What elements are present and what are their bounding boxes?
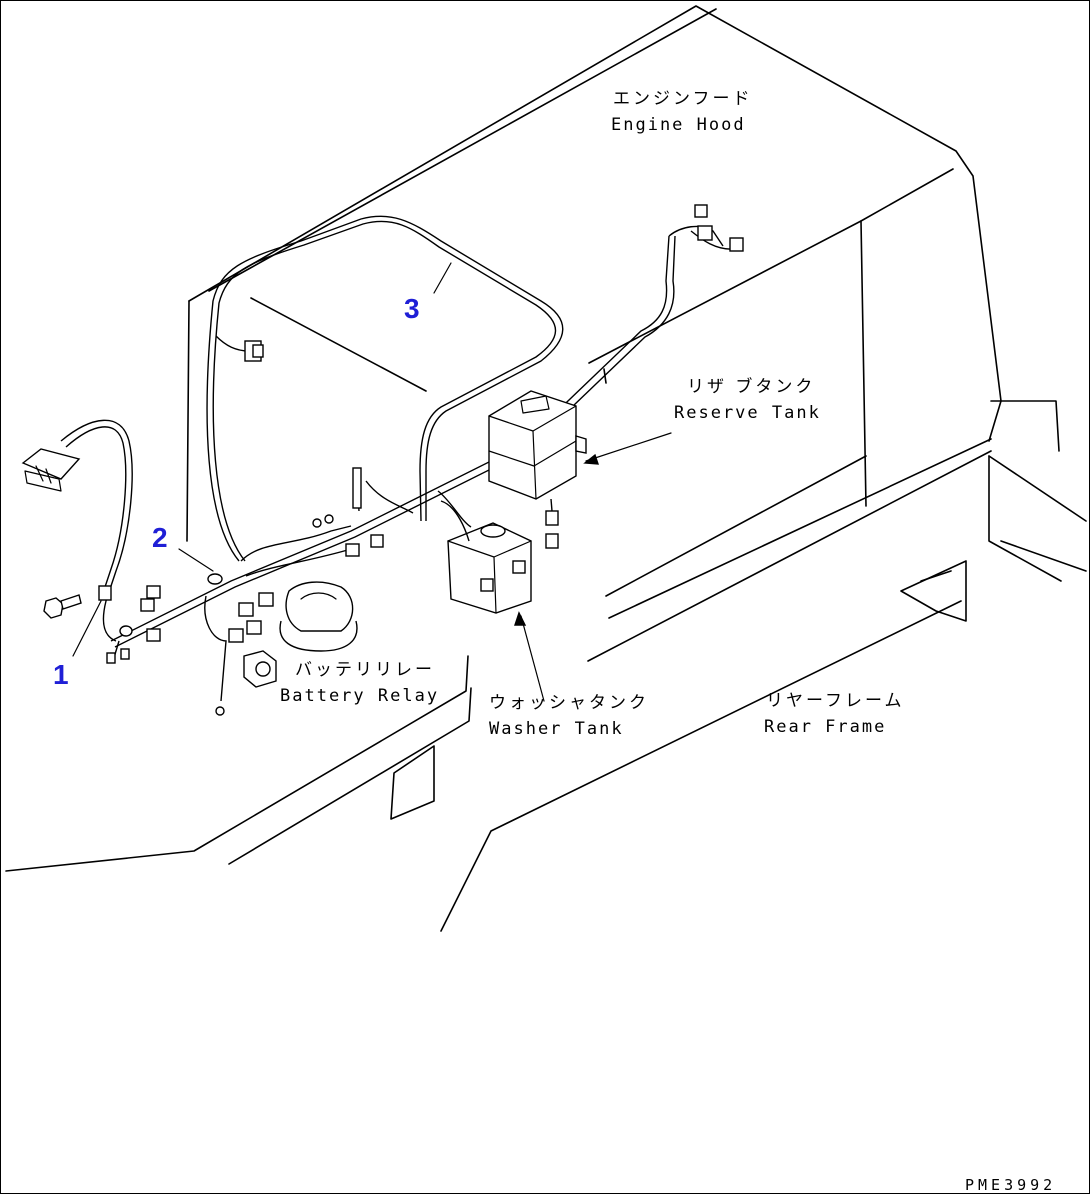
engine-hood-outline — [186, 5, 1002, 662]
rear-frame-label-jp: リヤーフレーム — [766, 691, 905, 711]
battery-relay-label-jp: バッテリリレー — [295, 660, 435, 680]
washer-tank-label-jp: ウォッシャタンク — [489, 693, 649, 713]
harness-1 — [21, 419, 133, 642]
reserve-tank-label-jp: リザ ブタンク — [687, 377, 816, 397]
engine-hood-label-en: Engine Hood — [611, 115, 746, 135]
drawing-code: PME3992 — [965, 1176, 1057, 1194]
reserve-tank-label-en: Reserve Tank — [674, 403, 821, 423]
harness-3 — [206, 215, 564, 562]
rear-frame-label-en: Rear Frame — [764, 717, 887, 737]
callout-leaders — [72, 262, 672, 702]
callout-3: 3 — [404, 293, 420, 324]
battery-relay-label-en: Battery Relay — [280, 686, 440, 706]
washer-tank-label-en: Washer Tank — [489, 719, 624, 739]
callout-2: 2 — [152, 522, 168, 553]
washer-tank — [437, 490, 532, 614]
engine-hood-label-jp: エンジンフード — [613, 89, 753, 109]
reserve-tank — [488, 390, 587, 549]
battery-relay — [243, 581, 358, 688]
harness-2 — [110, 204, 744, 648]
callout-1: 1 — [53, 659, 69, 690]
harness-2-connectors — [106, 585, 274, 716]
bolt — [43, 594, 82, 619]
rear-frame-outline — [5, 400, 1087, 932]
